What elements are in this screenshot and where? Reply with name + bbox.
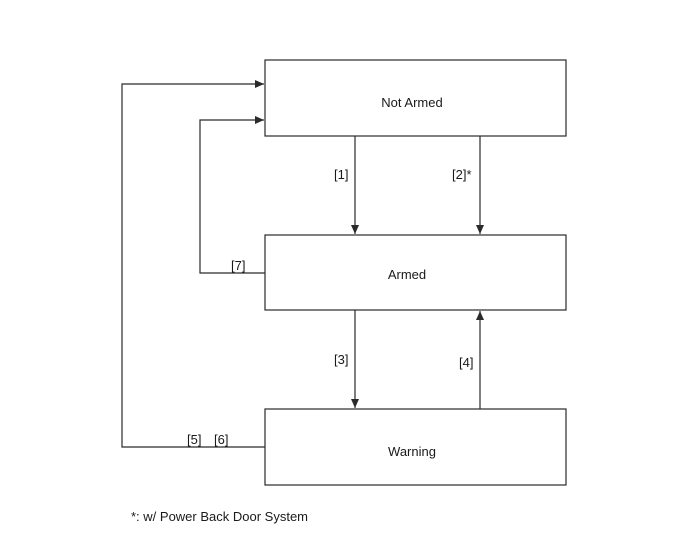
state-armed-label: Armed — [388, 267, 426, 282]
transition-4-label: [4] — [459, 355, 473, 370]
state-warning-label: Warning — [388, 444, 436, 459]
state-not-armed: Not Armed — [264, 59, 567, 137]
state-armed-box — [264, 234, 567, 311]
transition-7-label: [7] — [231, 258, 245, 273]
state-not-armed-label: Not Armed — [381, 95, 442, 110]
state-not-armed-box — [264, 59, 567, 137]
transition-2-label: [2]* — [452, 167, 472, 182]
transition-1-label: [1] — [334, 167, 348, 182]
transition-5-label: [5] — [187, 432, 201, 447]
footnote: *: w/ Power Back Door System — [131, 509, 308, 524]
transition-5-6-arrow — [121, 80, 265, 448]
state-warning: Warning — [264, 408, 567, 486]
state-warning-box — [264, 408, 567, 486]
state-armed: Armed — [264, 234, 567, 311]
transition-7-arrow — [199, 116, 265, 274]
transition-3-label: [3] — [334, 352, 348, 367]
transition-6-label: [6] — [214, 432, 228, 447]
